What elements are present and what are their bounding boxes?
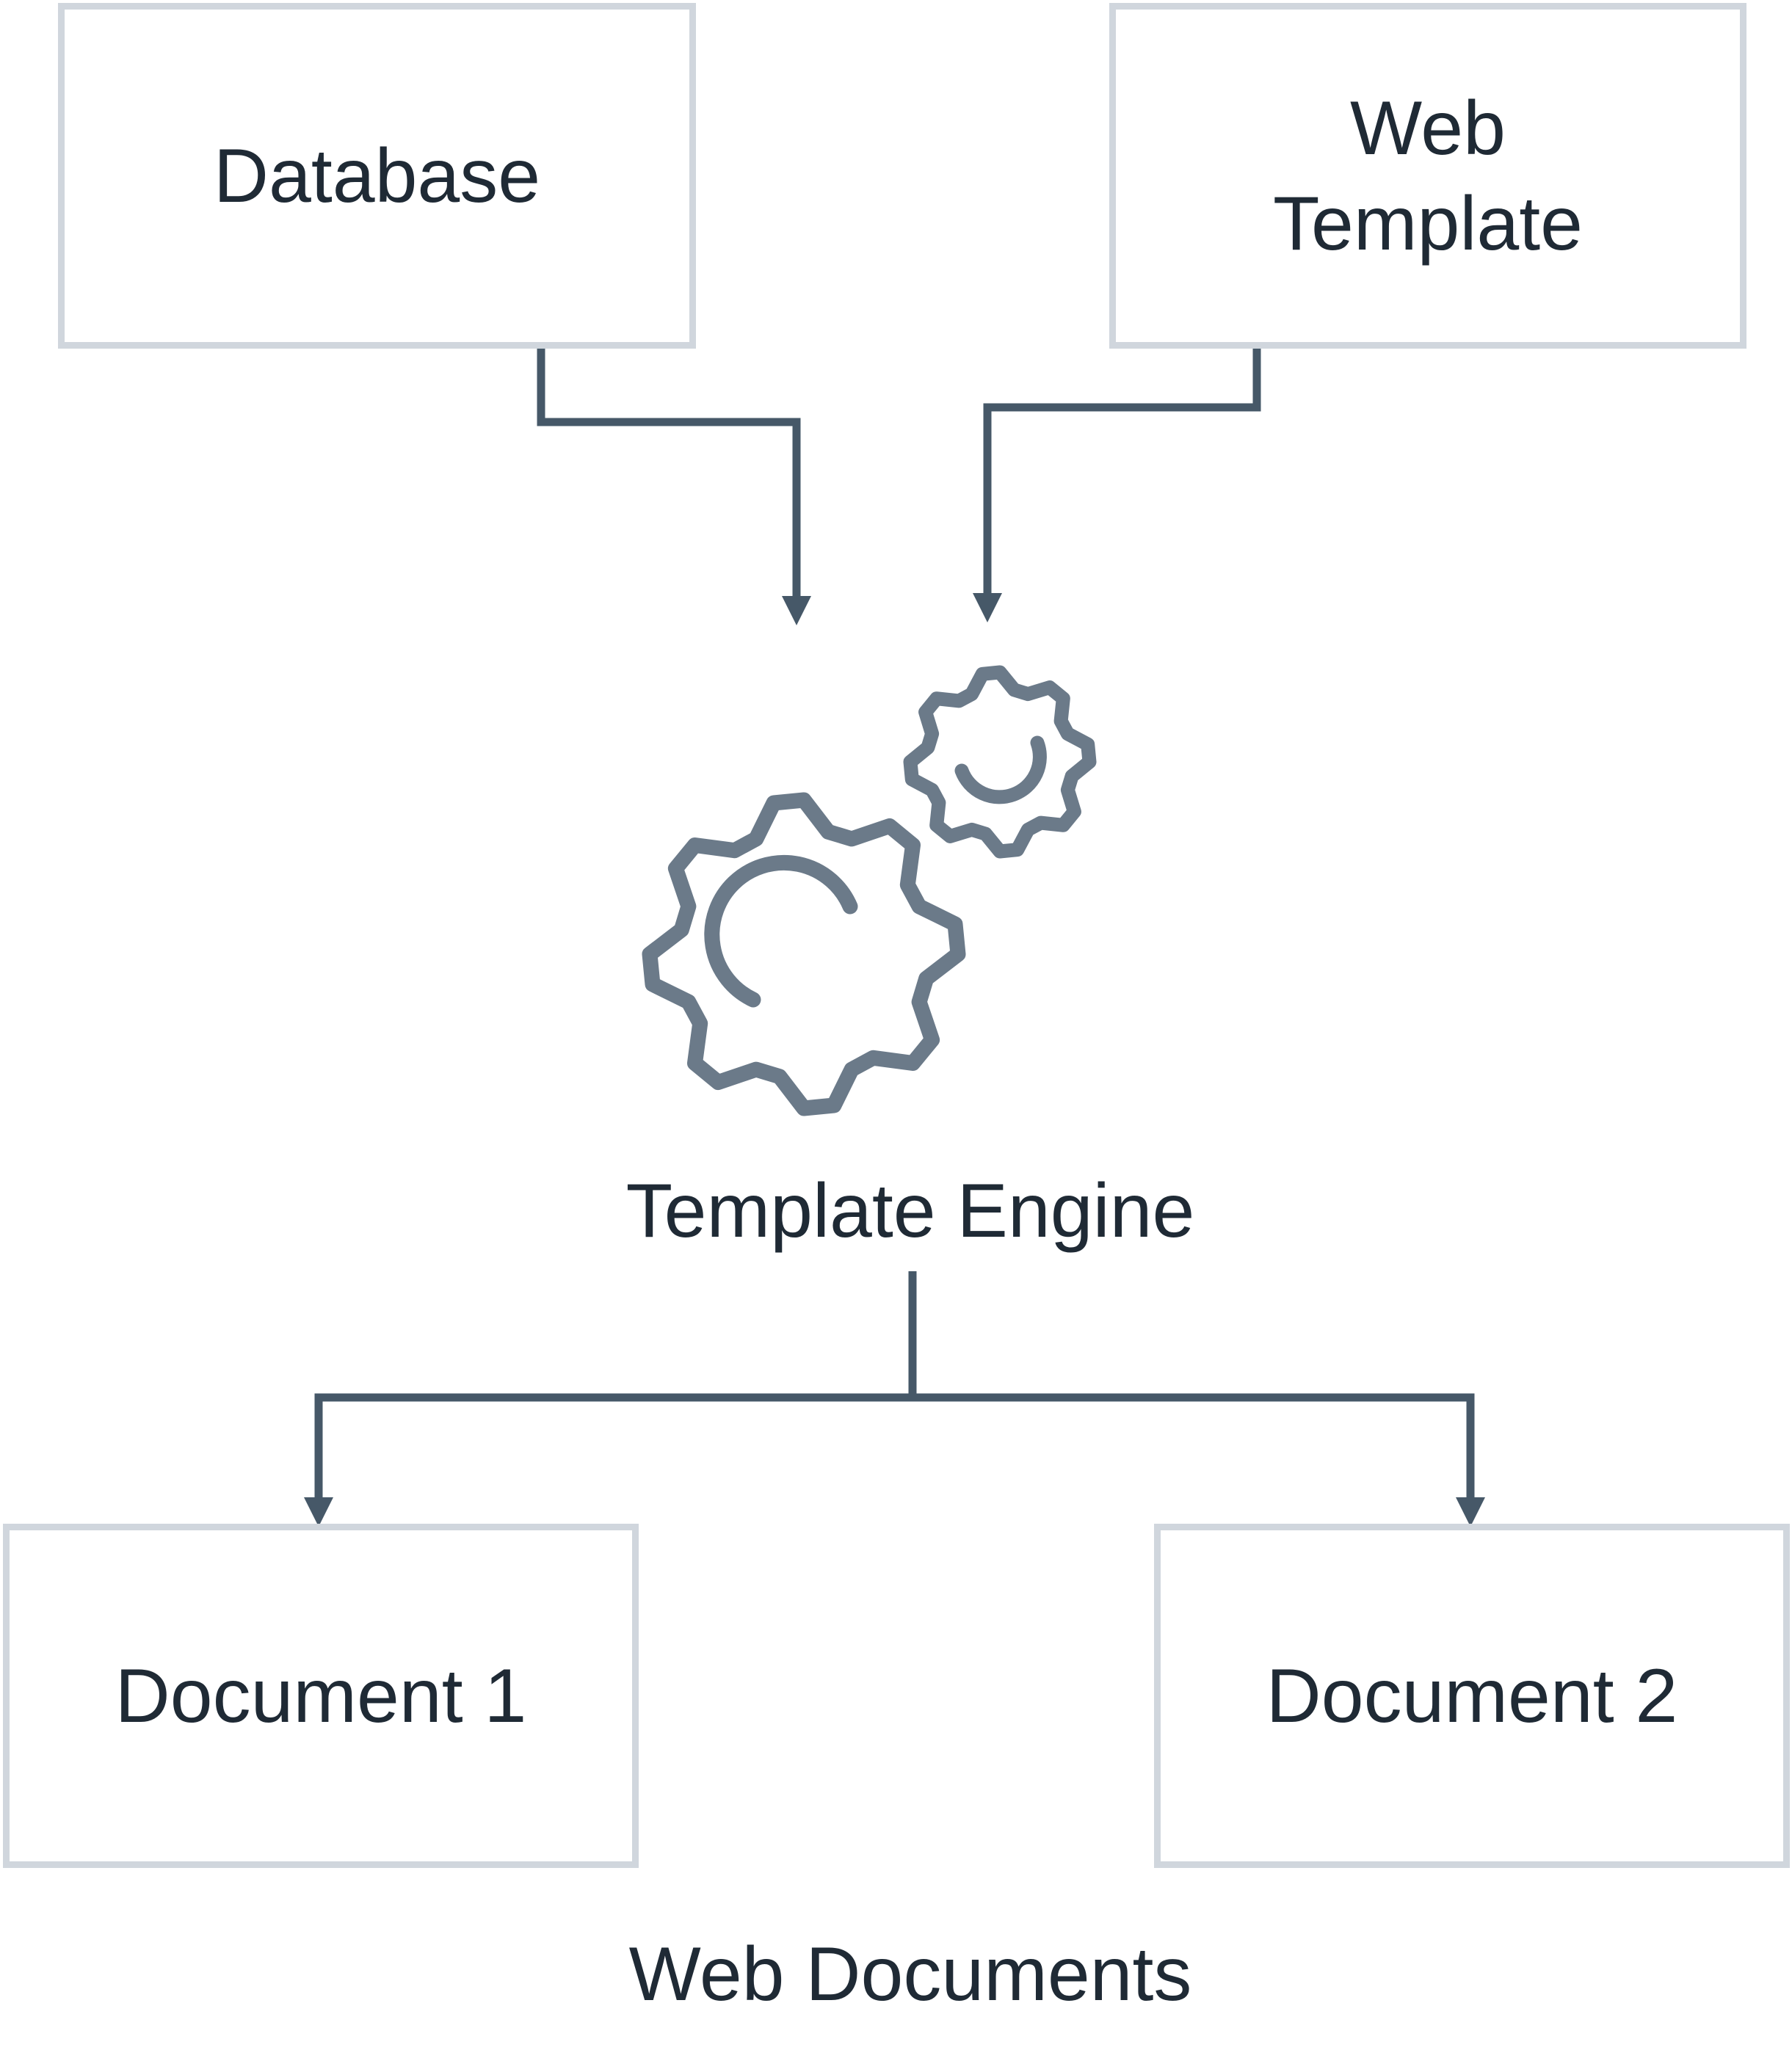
large-gear-icon	[642, 792, 966, 1116]
arrowhead-web-template	[973, 593, 1002, 622]
connector-database-to-engine	[537, 345, 801, 598]
document-1-node: Document 1	[3, 1524, 639, 1868]
web-template-node: Web Template	[1109, 3, 1746, 349]
connector-engine-to-documents	[314, 1271, 1475, 1501]
arrowhead-document-1	[304, 1497, 333, 1527]
small-gear-icon	[903, 665, 1097, 859]
connector-web-template-to-engine	[983, 341, 1261, 596]
database-label: Database	[213, 133, 541, 219]
document-2-label: Document 2	[1266, 1653, 1678, 1739]
web-template-label: Web Template	[1273, 85, 1583, 266]
arrowhead-document-2	[1456, 1497, 1485, 1527]
document-1-label: Document 1	[115, 1653, 527, 1739]
template-engine-label: Template Engine	[625, 1168, 1195, 1254]
document-2-node: Document 2	[1154, 1524, 1790, 1868]
arrowhead-database	[782, 596, 811, 625]
database-node: Database	[58, 3, 696, 349]
web-documents-label: Web Documents	[628, 1932, 1192, 2017]
